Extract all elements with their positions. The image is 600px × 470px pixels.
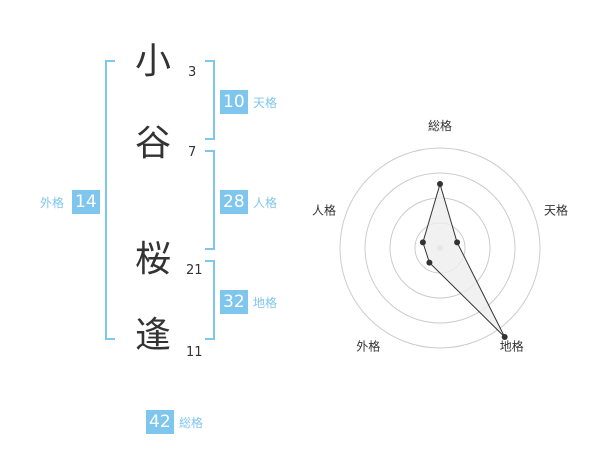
radar-ring-4 xyxy=(339,147,541,349)
radar-polygon xyxy=(422,182,506,338)
tenkaku-bracket xyxy=(205,60,215,140)
jinkaku-label: 人格 xyxy=(253,196,278,210)
radar-series xyxy=(419,181,508,340)
radar-point-4 xyxy=(426,259,433,266)
radar-axis-label-2: 天格 xyxy=(544,202,568,217)
name-char-4: 逢 xyxy=(134,315,171,356)
radar-point-5 xyxy=(419,239,426,246)
jinkaku-bracket xyxy=(205,150,215,250)
radar-ring-3 xyxy=(364,172,516,324)
gaikaku-label: 外格 xyxy=(40,196,65,210)
name-char-1: 小 xyxy=(134,41,171,82)
stroke-count-3: 21 xyxy=(186,263,203,278)
chikaku-label: 地格 xyxy=(253,296,278,310)
radar-axis-label-5: 人格 xyxy=(312,202,336,217)
tenkaku-label: 天格 xyxy=(253,96,278,110)
name-char-2: 谷 xyxy=(134,123,171,164)
gaikaku-bracket xyxy=(105,60,115,340)
chikaku-bracket xyxy=(205,260,215,340)
radar-point-1 xyxy=(437,181,443,187)
gaikaku-value-badge: 14 xyxy=(72,190,100,214)
stroke-count-1: 3 xyxy=(188,65,197,80)
soukaku-value-badge: 42 xyxy=(146,410,174,434)
tenkaku-value-badge: 10 xyxy=(220,90,248,114)
stroke-count-4: 11 xyxy=(186,345,203,360)
stroke-count-2: 7 xyxy=(188,145,197,160)
chikaku-value-badge: 32 xyxy=(220,290,248,314)
radar-axis-label-3: 地格 xyxy=(500,339,524,354)
jinkaku-value-badge: 28 xyxy=(220,190,248,214)
radar-axis-label-4: 外格 xyxy=(356,339,380,354)
soukaku-label: 総格 xyxy=(179,416,204,430)
name-char-3: 桜 xyxy=(134,239,171,280)
radar-point-2 xyxy=(454,239,461,246)
radar-axis-label-1: 総格 xyxy=(428,118,452,133)
radar-point-3 xyxy=(501,334,508,340)
